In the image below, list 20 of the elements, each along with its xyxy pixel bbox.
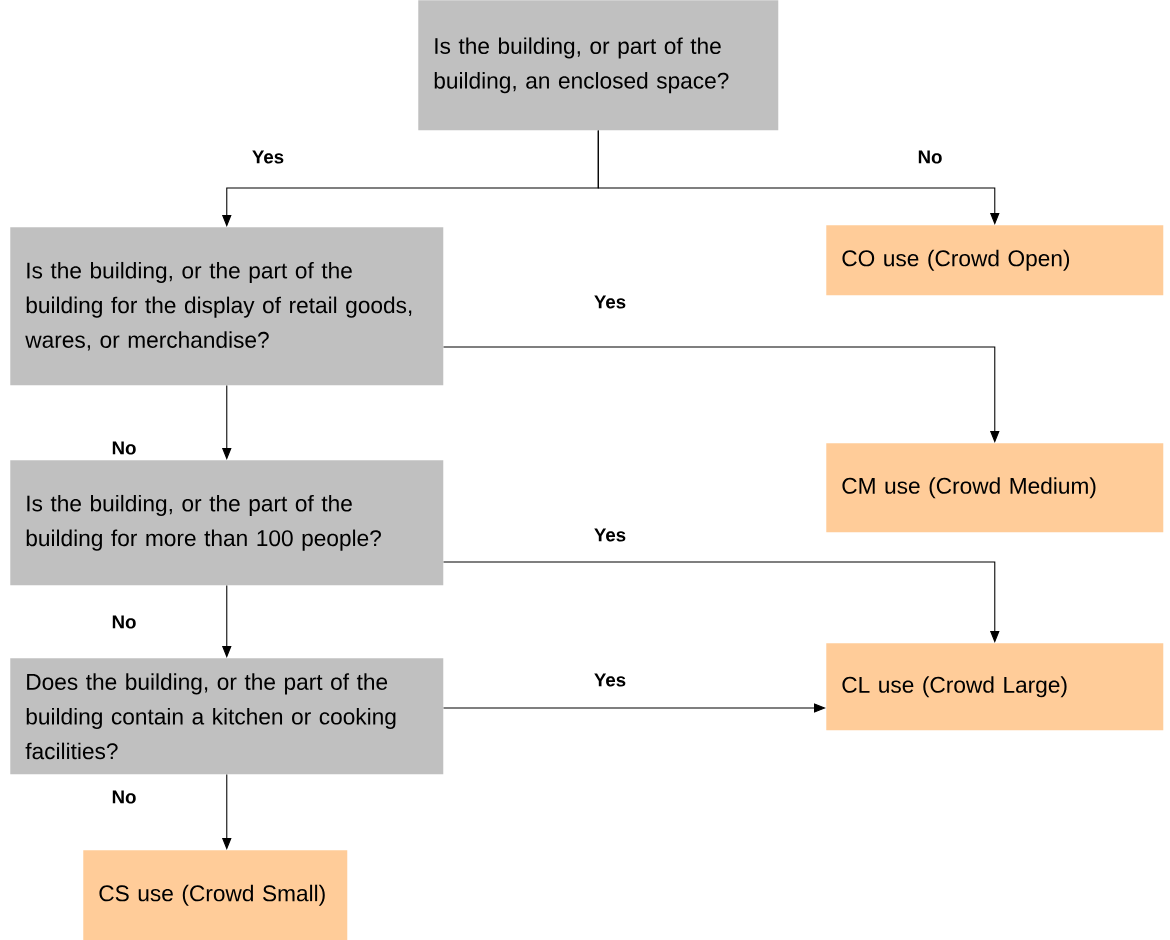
result-box: CM use (Crowd Medium) — [826, 443, 1164, 533]
question-box: Is the building, or the part of the building for the display of retail goods, wares, or merchandise? — [10, 227, 444, 386]
arrow — [443, 561, 1000, 643]
result-box: CS use (Crowd Small) — [83, 850, 348, 940]
edge-label: No — [916, 149, 944, 165]
edge-label: Yes — [592, 672, 628, 688]
edge-label: No — [110, 614, 138, 630]
edge-label: Yes — [592, 527, 628, 543]
arrow — [597, 130, 1000, 225]
question-box: Is the building, or the part of the building for more than 100 people? — [10, 460, 444, 586]
edge-label: Yes — [250, 149, 286, 165]
question-box: Is the building, or part of the building, an enclosed space? — [418, 0, 779, 131]
question-box: Does the building, or the part of the building contain a kitchen or cooking facilities? — [10, 658, 444, 775]
result-box: CL use (Crowd Large) — [826, 643, 1164, 731]
arrow — [443, 346, 1000, 443]
edge-label: No — [110, 789, 138, 805]
result-box: CO use (Crowd Open) — [826, 225, 1164, 296]
arrow — [443, 703, 826, 713]
edge-label: Yes — [592, 294, 628, 310]
edge-label: No — [110, 440, 138, 456]
